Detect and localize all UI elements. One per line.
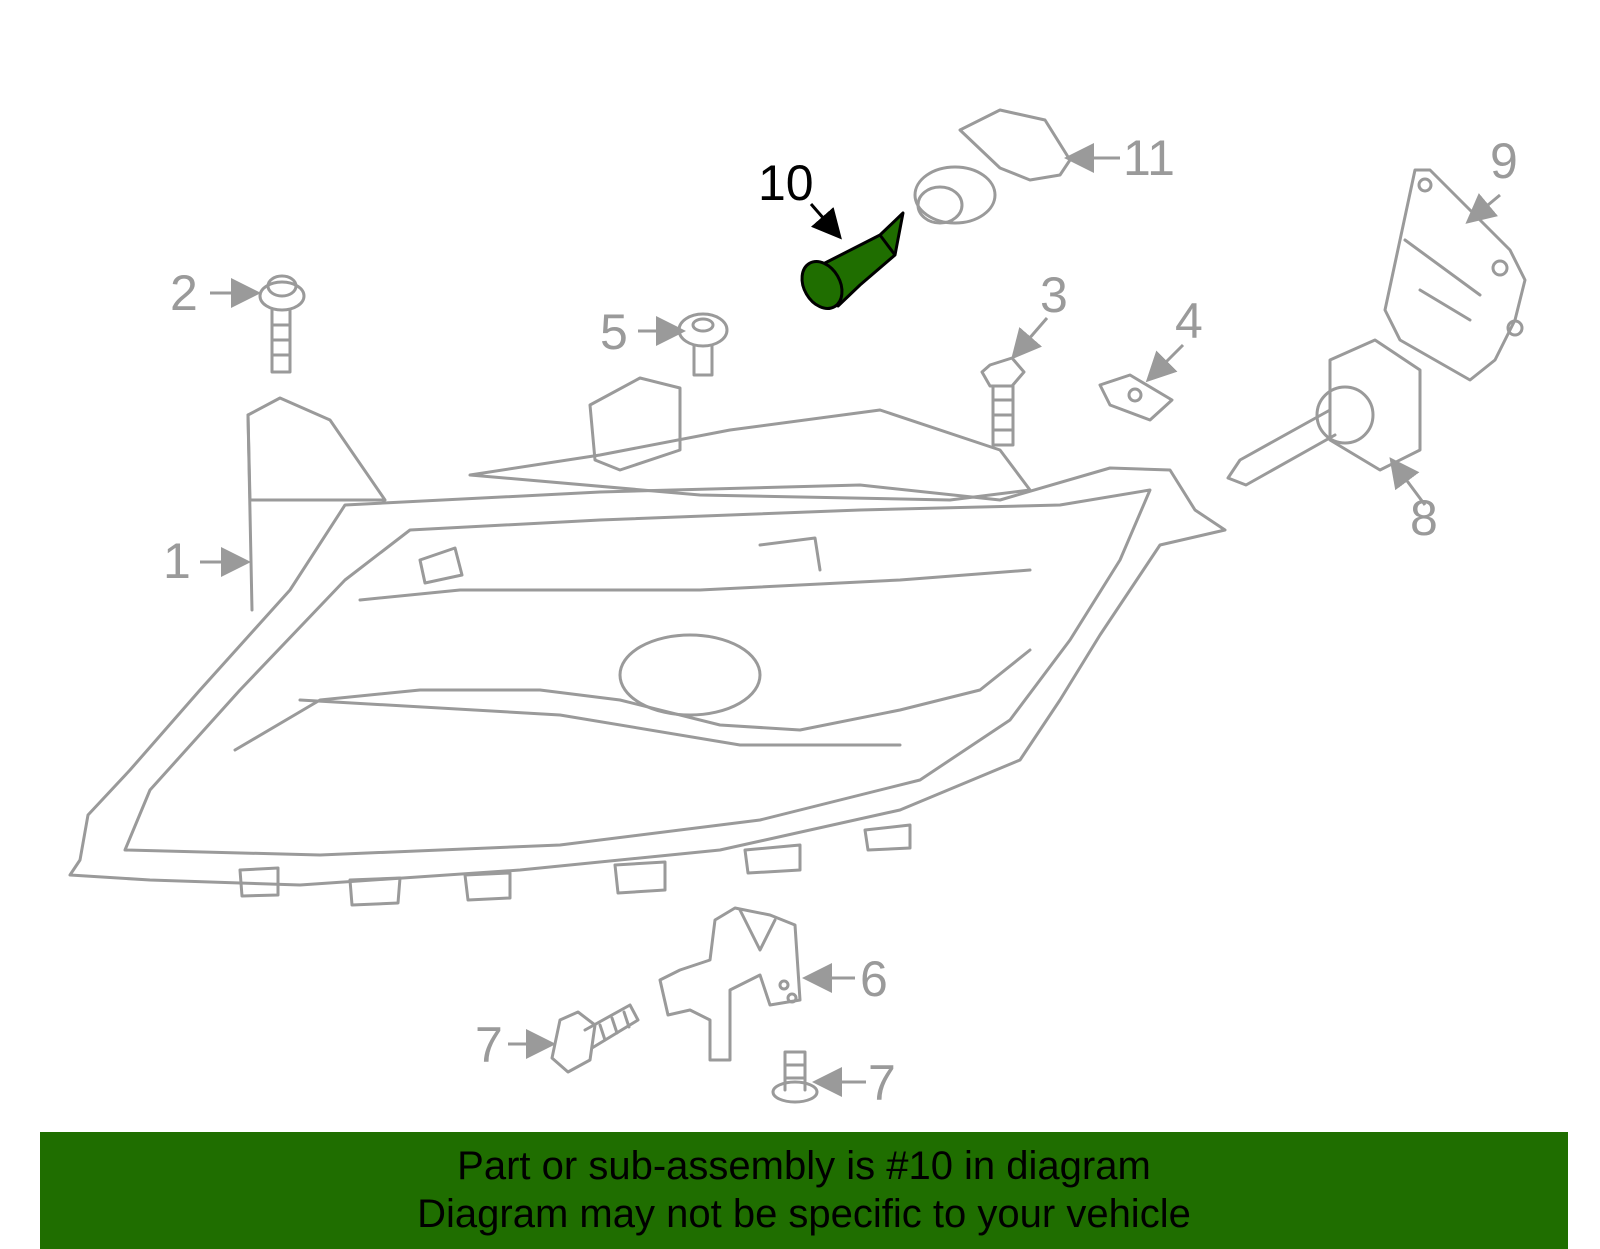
info-banner: Part or sub-assembly is #10 in diagram D…	[40, 1132, 1568, 1249]
bracket-part-9	[1383, 168, 1527, 382]
callout-5: 5	[600, 304, 628, 360]
bracket-part-6	[658, 906, 802, 1062]
headlamp-assembly-part-1	[68, 376, 1227, 907]
arrow-9	[1465, 193, 1501, 224]
callout-3: 3	[1040, 267, 1068, 323]
bolt-part-3	[980, 356, 1026, 447]
banner-line-2: Diagram may not be specific to your vehi…	[417, 1192, 1191, 1236]
bolt-part-2	[258, 274, 306, 374]
screw-part-7b	[771, 1050, 819, 1104]
callout-1: 1	[163, 533, 191, 589]
bulb-part-10-highlighted	[800, 211, 905, 310]
arrow-10	[809, 203, 842, 240]
callout-4: 4	[1175, 293, 1203, 349]
callout-10: 10	[758, 155, 814, 211]
callout-2: 2	[170, 265, 198, 321]
callout-6: 6	[860, 951, 888, 1007]
banner-line-1: Part or sub-assembly is #10 in diagram	[457, 1144, 1151, 1188]
clip-part-4	[1098, 373, 1174, 422]
socket-part-11	[913, 108, 1072, 225]
callout-9: 9	[1490, 133, 1518, 189]
screw-part-5	[677, 312, 729, 377]
screw-part-7a	[550, 1003, 640, 1074]
callout-8: 8	[1410, 490, 1438, 546]
arrow-8	[1389, 457, 1427, 506]
arrow-4	[1145, 343, 1185, 383]
bulb-part-8	[1226, 338, 1422, 487]
callout-11: 11	[1123, 130, 1175, 186]
callout-7b: 7	[868, 1055, 896, 1111]
arrow-3	[1011, 317, 1049, 360]
callout-7a: 7	[475, 1017, 503, 1073]
